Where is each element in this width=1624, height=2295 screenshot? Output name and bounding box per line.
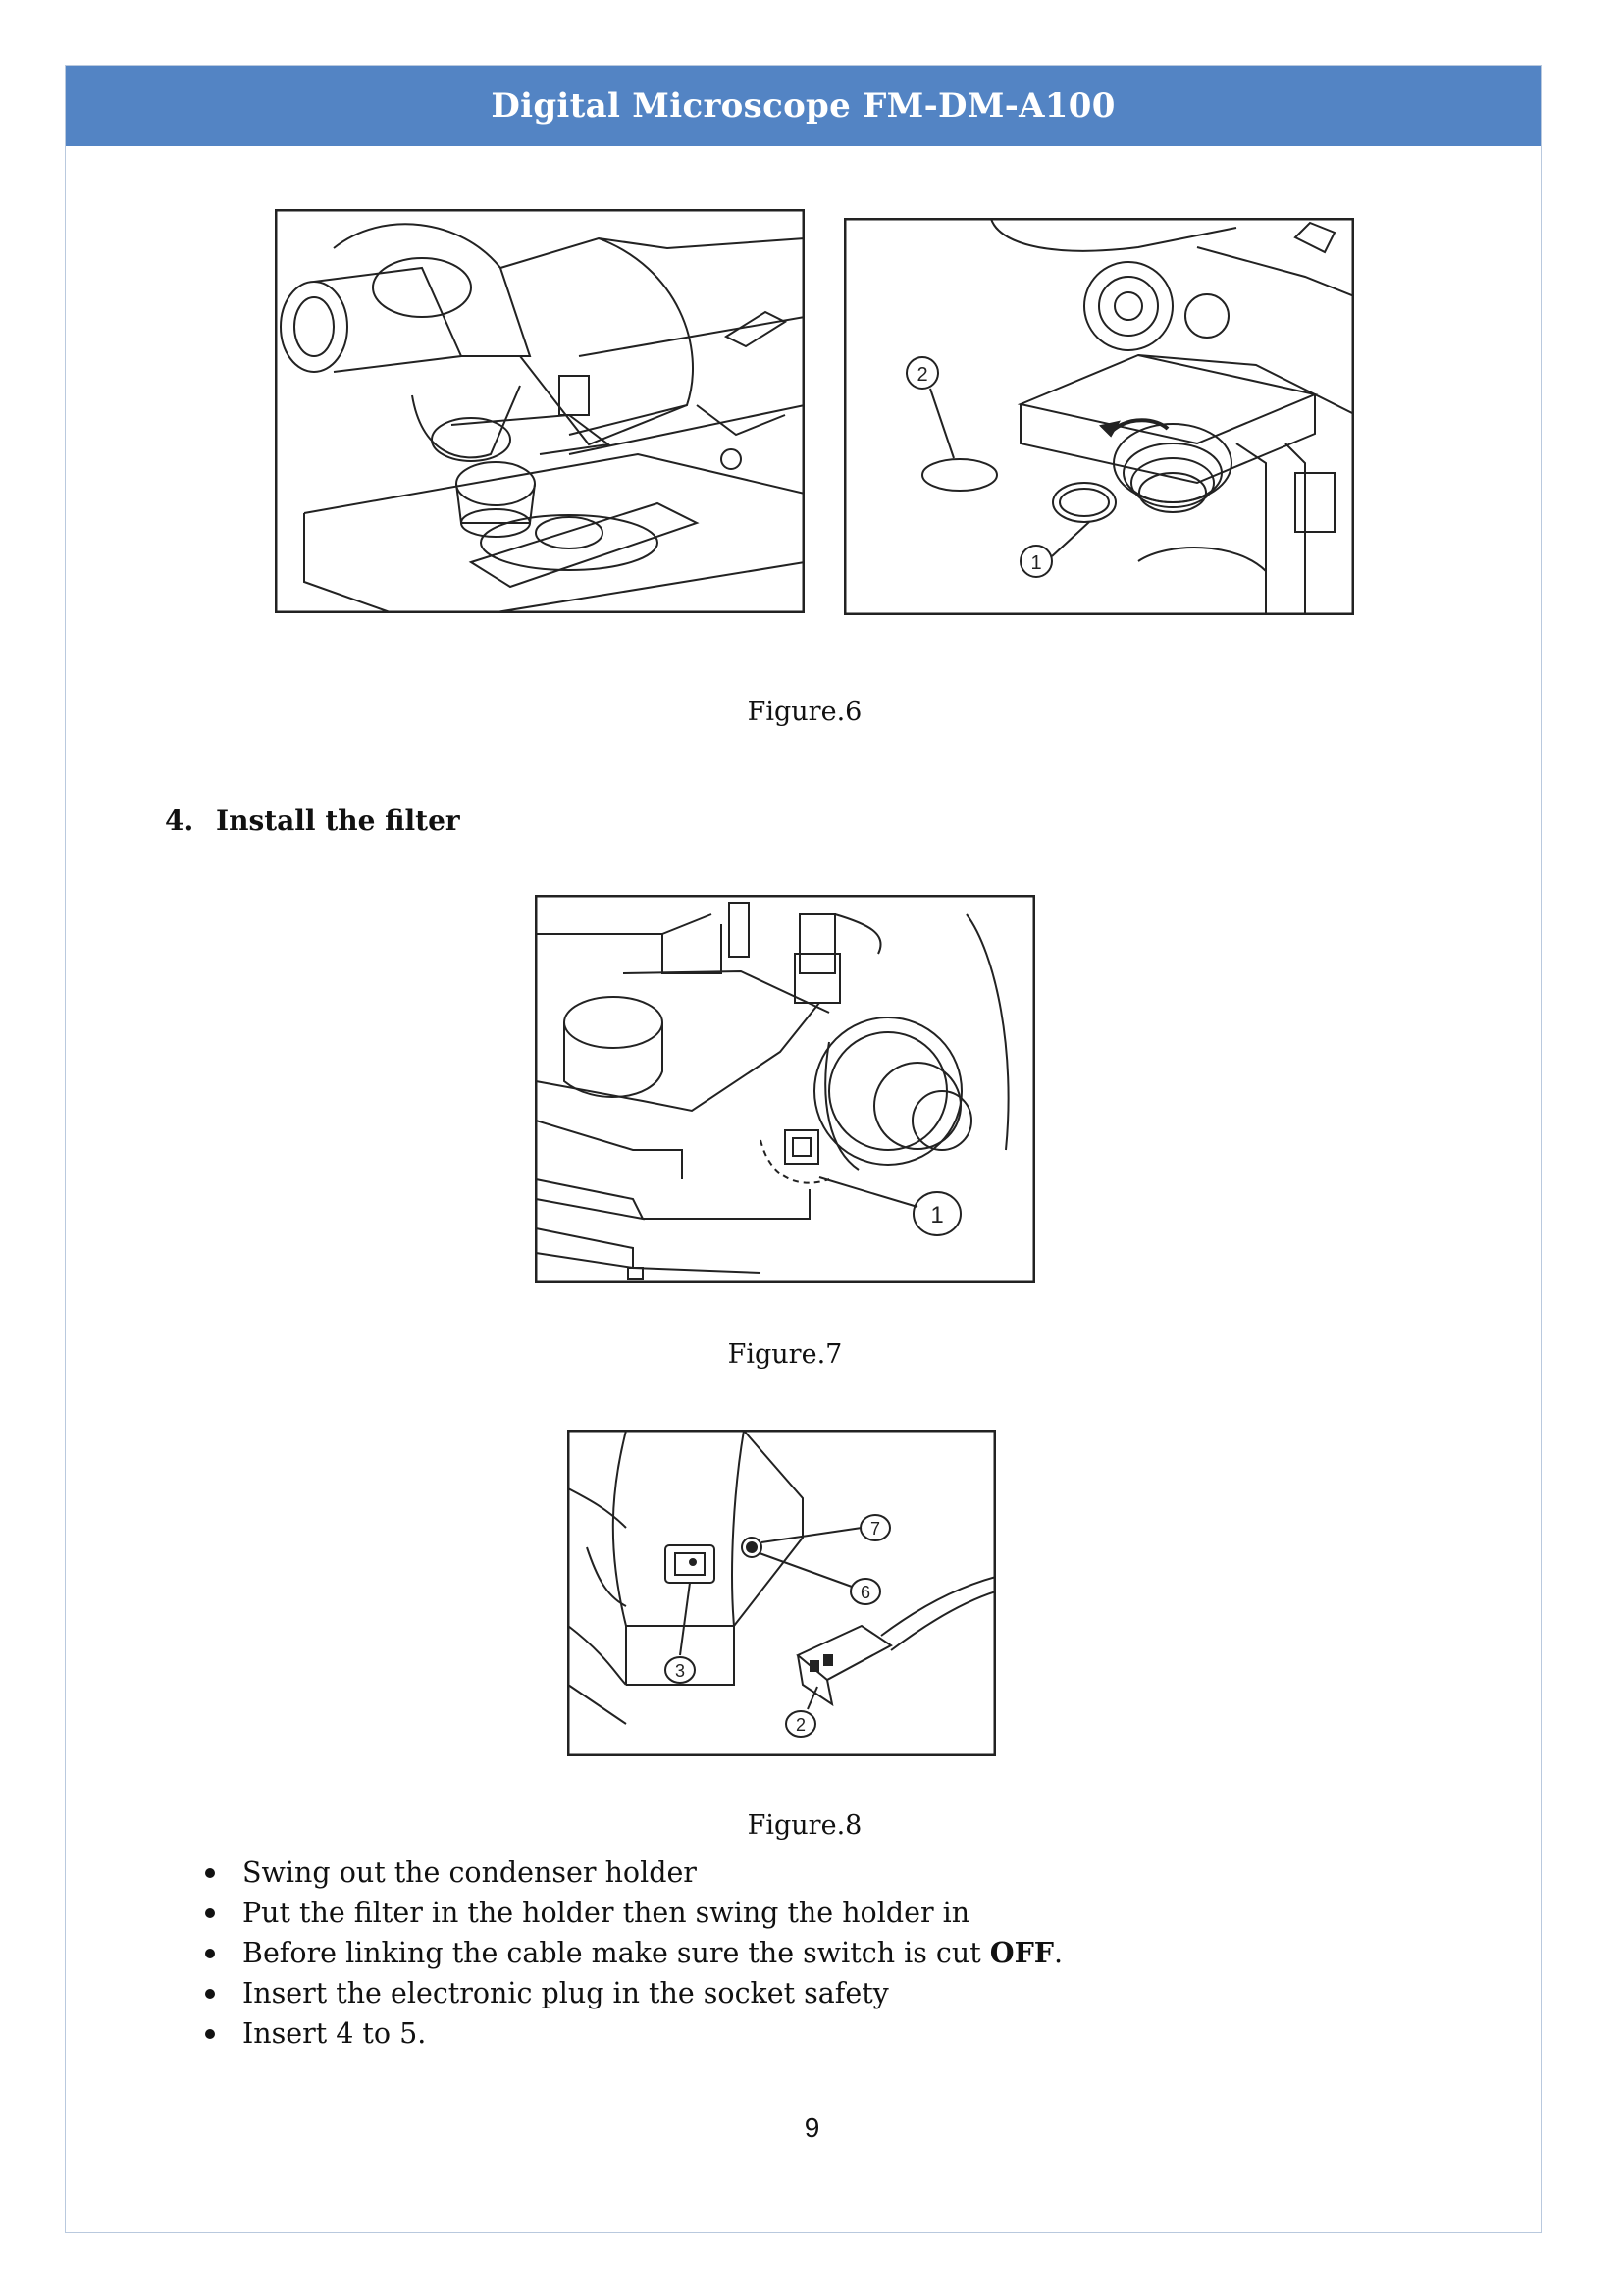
bullet-dot (205, 2029, 215, 2039)
bullet-dot (205, 1908, 215, 1918)
off-emphasis: OFF (989, 1936, 1055, 1969)
callout-3: 3 (675, 1661, 685, 1681)
section-title: Install the filter (216, 805, 460, 837)
list-item: Swing out the condenser holder (201, 1852, 1063, 1893)
figure-6-caption: Figure.6 (747, 697, 863, 727)
bullet-dot (205, 1989, 215, 1999)
callout-7: 7 (870, 1519, 880, 1539)
figure-7-caption: Figure.7 (727, 1339, 843, 1370)
instruction-list: Swing out the condenser holder Put the f… (201, 1852, 1063, 2054)
section-number: 4. (165, 805, 194, 837)
list-item: Insert the electronic plug in the socket… (201, 1973, 1063, 2013)
bullet-dot (205, 1949, 215, 1958)
callout-1: 1 (1030, 552, 1041, 574)
section-heading: 4. Install the filter (165, 805, 460, 837)
page-number: 9 (804, 2112, 820, 2143)
figure-7-switch: 1 (535, 895, 1035, 1283)
callout-2: 2 (917, 364, 927, 386)
list-item: Put the filter in the holder then swing … (201, 1893, 1063, 1933)
callout-1: 1 (930, 1202, 943, 1228)
figure-8-caption: Figure.8 (747, 1810, 863, 1841)
list-item: Before linking the cable make sure the s… (201, 1933, 1063, 1973)
list-item: Insert 4 to 5. (201, 2013, 1063, 2054)
figure-6-right-condenser: 2 1 (844, 218, 1354, 615)
figure-6-left-microscope-head (275, 209, 805, 613)
page-border (65, 65, 1542, 2233)
figure-8-power-socket: 7 6 3 2 (567, 1430, 996, 1756)
callout-2: 2 (796, 1715, 806, 1735)
callout-6: 6 (861, 1583, 870, 1602)
bullet-dot (205, 1868, 215, 1878)
document-title: Digital Microscope FM-DM-A100 (66, 66, 1541, 146)
